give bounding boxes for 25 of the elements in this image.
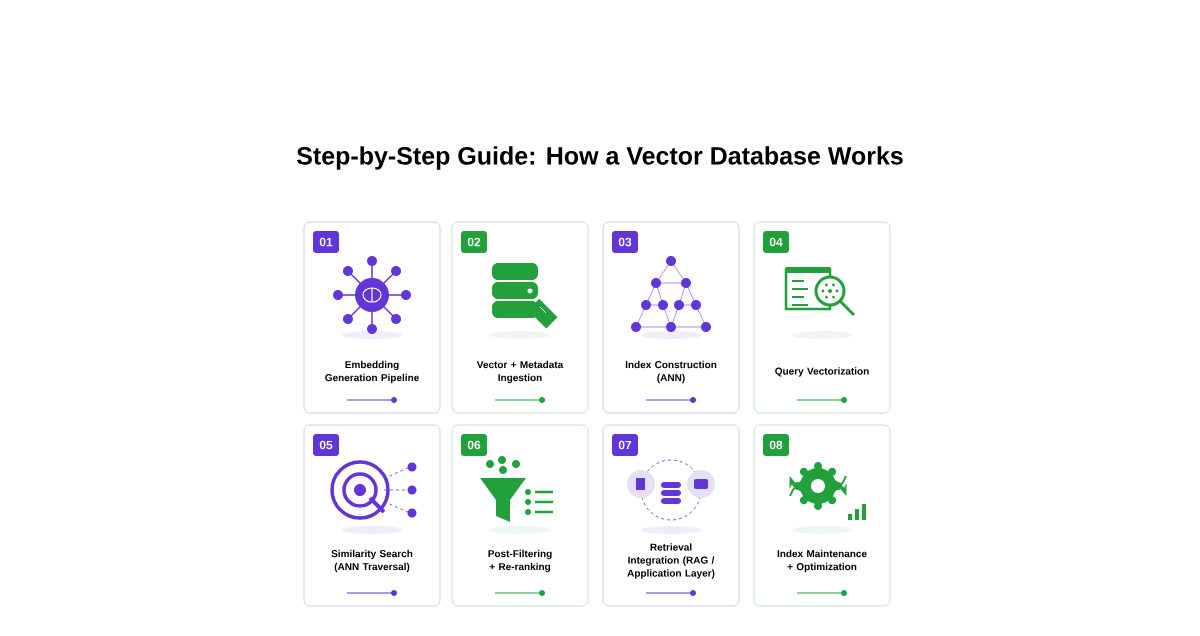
step-number: 07 (612, 434, 638, 456)
step-number: 06 (461, 434, 487, 456)
step-card (753, 221, 891, 414)
step-card (602, 424, 740, 607)
step-card (451, 221, 589, 414)
step-title: Query Vectorization (775, 367, 869, 377)
step-number: 04 (763, 231, 789, 253)
step-number: 05 (313, 434, 339, 456)
step-number: 01 (313, 231, 339, 253)
step-title: Index Construction (ANN) (625, 360, 717, 384)
step-number: 08 (763, 434, 789, 456)
step-card (602, 221, 740, 414)
step-title: Index Maintenance + Optimization (777, 549, 867, 573)
step-card (303, 221, 441, 414)
title: Step-by-Step Guide: How a Vector Database Works (296, 146, 903, 170)
step-title: Post-Filtering + Re-ranking (488, 549, 552, 573)
step-title: Similarity Search (ANN Traversal) (331, 549, 413, 573)
step-number: 02 (461, 231, 487, 253)
step-card (303, 424, 441, 607)
step-card (451, 424, 589, 607)
step-number: 03 (612, 231, 638, 253)
step-title: Embedding Generation Pipeline (325, 360, 419, 384)
step-title: Retrieval Integration (RAG / Application Layer) (627, 543, 715, 579)
step-card (753, 424, 891, 607)
step-title: Vector + Metadata Ingestion (476, 360, 564, 384)
